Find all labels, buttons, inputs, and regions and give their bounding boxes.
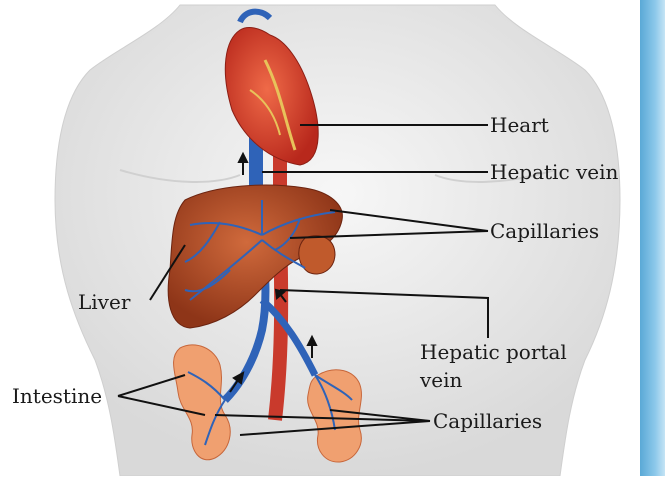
label-hepatic-vein: Hepatic vein (490, 160, 618, 184)
label-hepatic-portal-vein-line2: vein (420, 368, 462, 392)
label-capillaries-lower: Capillaries (433, 409, 542, 433)
right-edge-band (640, 0, 665, 476)
label-intestine: Intestine (12, 384, 102, 408)
label-liver: Liver (78, 290, 130, 314)
label-heart: Heart (490, 113, 549, 137)
label-capillaries-upper: Capillaries (490, 219, 599, 243)
label-hepatic-portal-vein-line1: Hepatic portal (420, 340, 567, 364)
